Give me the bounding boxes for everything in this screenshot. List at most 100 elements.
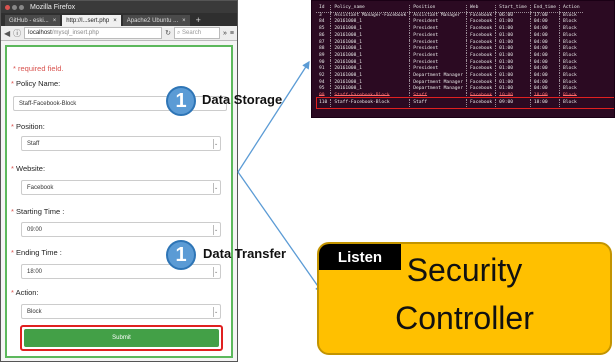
- table-cell: 18:00: [529, 93, 560, 100]
- submit-highlight: Submit: [20, 325, 223, 351]
- storage-arrow: [237, 60, 310, 173]
- table-cell: 20161008_1: [330, 52, 410, 60]
- url-path: /mysql_insert.php: [51, 30, 99, 36]
- overflow-icon[interactable]: »: [223, 29, 227, 37]
- table-cell: 3: [319, 12, 322, 18]
- back-icon[interactable]: ◀: [4, 28, 11, 38]
- tab-label: Apache2 Ubuntu ...: [126, 17, 179, 24]
- action-select[interactable]: Block⌄: [21, 304, 221, 319]
- window-titlebar: Mozilla Firefox: [1, 1, 237, 13]
- submit-button[interactable]: Submit: [24, 329, 219, 347]
- policy-name-label: * Policy Name:: [11, 79, 61, 88]
- new-tab-icon[interactable]: +: [195, 15, 201, 25]
- table-cell: 01:00: [495, 79, 531, 87]
- table-cell: Web: [466, 5, 496, 13]
- table-cell: 84: [319, 19, 325, 25]
- table-cell: 01:00: [495, 59, 531, 67]
- tab-insert-page[interactable]: http://l...sert.php×: [62, 15, 121, 26]
- table-cell: 04:00: [529, 39, 560, 47]
- tab-strip: GitHub - eski...× http://l...sert.php× A…: [1, 13, 237, 26]
- info-icon[interactable]: ⓘ: [13, 28, 22, 38]
- position-select[interactable]: Staff⌄: [21, 136, 221, 151]
- table-cell: President: [409, 19, 467, 27]
- close-icon[interactable]: ×: [182, 17, 186, 24]
- table-cell: 04:00: [529, 32, 560, 40]
- url-input[interactable]: localhost/mysql_insert.php: [24, 27, 163, 39]
- table-cell: Facebook: [466, 52, 496, 60]
- close-icon[interactable]: ×: [52, 17, 57, 24]
- table-cell: Assistant Manager-Facebook: [330, 12, 410, 20]
- table-cell: 01:00: [495, 66, 531, 74]
- table-cell: President: [409, 39, 467, 47]
- reload-icon[interactable]: ↻: [165, 30, 171, 37]
- table-cell: Facebook: [466, 79, 496, 87]
- table-cell: 20161008_1: [330, 19, 410, 27]
- chevron-down-icon: ⌄: [213, 267, 219, 277]
- table-cell: Block: [558, 19, 583, 27]
- chevron-down-icon: ⌄: [213, 183, 219, 193]
- tab-github[interactable]: GitHub - eski...×: [5, 15, 61, 26]
- table-cell: Action: [558, 5, 583, 13]
- table-cell: Policy_name: [330, 5, 410, 13]
- close-icon[interactable]: ×: [113, 17, 117, 24]
- ending-time-select[interactable]: 18:00⌄: [21, 264, 221, 279]
- table-cell: 91: [319, 66, 325, 72]
- table-cell: 01:00: [495, 46, 531, 53]
- starting-time-label: * Starting Time :: [11, 207, 65, 216]
- website-select[interactable]: Facebook⌄: [21, 180, 221, 195]
- tab-apache[interactable]: Apache2 Ubuntu ...×: [122, 15, 190, 26]
- table-cell: Facebook: [466, 46, 496, 53]
- table-cell: Facebook: [466, 26, 496, 33]
- table-cell: President: [409, 52, 467, 60]
- table-cell: 20161008_1: [330, 73, 410, 80]
- table-cell: Block: [558, 39, 583, 47]
- table-cell: Block: [558, 79, 583, 87]
- table-cell: 86: [319, 32, 325, 38]
- search-input[interactable]: ⌕ Search: [174, 27, 220, 39]
- table-cell: 20161008_1: [330, 66, 410, 74]
- table-cell: Assistant Manager: [409, 12, 467, 20]
- window-controls[interactable]: [5, 4, 24, 10]
- action-label: * Action:: [11, 288, 39, 297]
- search-icon: ⌕: [177, 29, 181, 36]
- table-cell: Facebook: [466, 66, 496, 74]
- step-badge-storage: 1: [166, 86, 196, 116]
- website-label: * Website:: [11, 164, 46, 173]
- table-cell: 87: [319, 39, 325, 45]
- starting-time-select[interactable]: 09:00⌄: [21, 222, 221, 237]
- table-cell: 20161008_1: [330, 46, 410, 53]
- controller-line-2: Controller: [395, 300, 534, 336]
- table-cell: Start_time: [495, 5, 531, 13]
- tab-label: http://l...sert.php: [66, 17, 110, 24]
- table-cell: Department Manager: [409, 86, 467, 94]
- table-cell: Facebook: [466, 73, 496, 80]
- required-note: * required field.: [13, 64, 64, 73]
- table-cell: 04:00: [529, 26, 560, 33]
- table-cell: Block: [558, 66, 583, 74]
- table-cell: President: [409, 59, 467, 67]
- menu-icon[interactable]: ≡: [229, 29, 234, 37]
- table-cell: 09:00: [495, 99, 531, 107]
- table-cell: President: [409, 26, 467, 33]
- table-cell: Block: [558, 52, 583, 60]
- table-cell: Facebook: [466, 39, 496, 47]
- table-cell: 01:00: [495, 26, 531, 33]
- table-cell: Block: [558, 46, 583, 53]
- table-cell: Block: [558, 26, 583, 33]
- table-cell: 18:00: [529, 99, 560, 107]
- table-cell: 01:00: [495, 32, 531, 40]
- table-cell: Staff: [409, 93, 467, 100]
- table-cell: 89: [319, 52, 325, 58]
- table-cell: 110: [319, 99, 328, 105]
- chevron-down-icon: ⌄: [213, 139, 219, 149]
- table-cell: 85: [319, 26, 325, 32]
- table-cell: Department Manager: [409, 73, 467, 80]
- table-cell: Facebook: [466, 32, 496, 40]
- new-row-highlight: [316, 97, 614, 109]
